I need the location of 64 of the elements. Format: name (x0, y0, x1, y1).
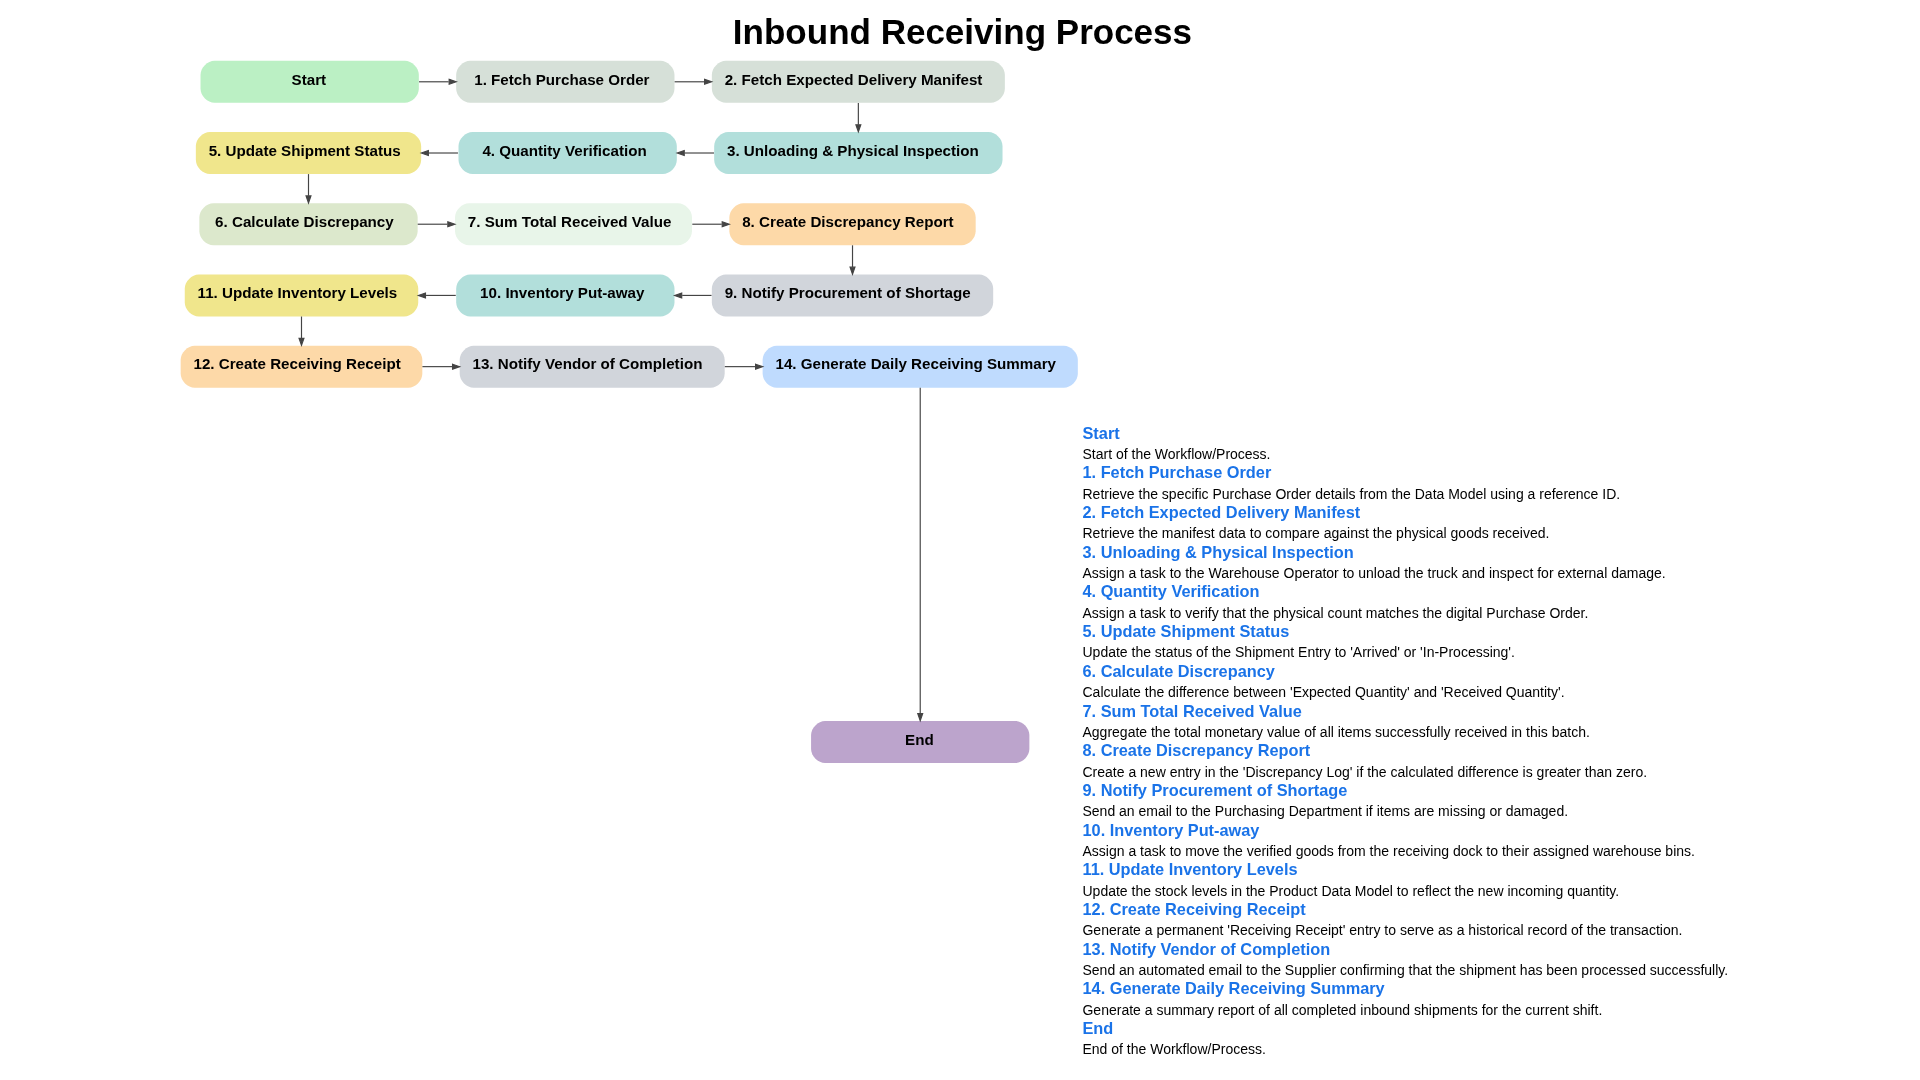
label: Assign a task to the Warehouse Operator to unload the truck and inspect for external damage. (1081, 565, 1666, 582)
label: 12. Create Receiving Receipt (1081, 899, 1306, 918)
label: Start of the Workflow/Process. (1081, 445, 1271, 462)
label: 4. Quantity Verification (1081, 582, 1259, 601)
arrow (723, 363, 764, 370)
arrow (691, 220, 731, 228)
arrow (916, 387, 923, 723)
node-box: 10. Inventory Put-away (455, 274, 674, 317)
label: Retrieve the manifest data to compare against the physical goods received. (1081, 525, 1549, 542)
node-box: 14. Generate Daily Receiving Summary (762, 345, 1078, 388)
label: Aggregate the total monetary value of all items successfully received in this batch. (1081, 723, 1590, 740)
node-box: 3. Unloading & Physical Inspection (713, 132, 1003, 174)
label: Generate a summary report of all completed inbound shipments for the current shift. (1081, 1001, 1602, 1018)
label: 13. Notify Vendor of Completion (1081, 939, 1330, 958)
label: Start (1081, 423, 1120, 442)
arrow (416, 220, 457, 228)
label: Update the status of the Shipment Entry to 'Arrived' or 'In-Processing'. (1081, 644, 1515, 661)
node-box: 1. Fetch Purchase Order (455, 60, 674, 103)
label: End of the Workflow/Process. (1081, 1041, 1266, 1058)
label: Generate a permanent 'Receiving Receipt' entry to serve as a historical record of the transaction. (1081, 922, 1682, 939)
label: Send an automated email to the Supplier confirming that the shipment has been processed successfully. (1081, 961, 1728, 978)
arrow (421, 363, 461, 370)
node-box: 12. Create Receiving Receipt (180, 345, 422, 388)
label: Retrieve the specific Purchase Order details from the Data Model using a reference ID. (1081, 485, 1620, 502)
label: End (1081, 1019, 1113, 1038)
node-box: 9. Notify Procurement of Shortage (711, 274, 993, 317)
node-box: Start (200, 60, 419, 103)
arrow (416, 292, 456, 299)
node-box: 7. Sum Total Received Value (454, 203, 692, 246)
arrow (297, 315, 305, 348)
node-box: 5. Update Shipment Status (195, 132, 421, 174)
label: Update the stock levels in the Product Data Model to reflect the new incoming quantity. (1081, 882, 1619, 899)
label: Assign a task to verify that the physical count matches the digital Purchase Order. (1081, 604, 1588, 621)
node-box: 6. Calculate Discrepancy (198, 203, 418, 246)
label: 5. Update Shipment Status (1081, 622, 1289, 641)
node-box: 13. Notify Vendor of Completion (459, 345, 725, 388)
label: Assign a task to move the verified goods from the receiving dock to their assigned warehouse bins. (1081, 842, 1695, 859)
label: 8. Create Discrepancy Report (1081, 741, 1310, 760)
node-box: 11. Update Inventory Levels (184, 274, 418, 317)
node-box: End (810, 720, 1029, 763)
node-box: 2. Fetch Expected Delivery Manifest (711, 60, 1005, 103)
label: 7. Sum Total Received Value (1081, 701, 1302, 720)
label: 1. Fetch Purchase Order (1081, 463, 1271, 482)
label: 10. Inventory Put-away (1081, 820, 1259, 839)
label: 3. Unloading & Physical Inspection (1081, 542, 1354, 561)
label: 2. Fetch Expected Delivery Manifest (1081, 503, 1360, 522)
arrow (304, 173, 312, 205)
arrow (848, 244, 856, 276)
label: 9. Notify Procurement of Shortage (1081, 780, 1347, 799)
label: 6. Calculate Discrepancy (1081, 661, 1275, 680)
label: 11. Update Inventory Levels (1081, 860, 1298, 879)
arrow (672, 292, 712, 299)
arrow (419, 149, 459, 157)
diagram-title: Inbound Receiving Process (732, 12, 1192, 52)
arrow (674, 149, 715, 157)
label: Calculate the difference between 'Expected Quantity' and 'Received Quantity'. (1081, 684, 1565, 701)
label: Send an email to the Purchasing Department if items are missing or damaged. (1081, 803, 1568, 820)
arrow (854, 102, 862, 134)
node-box: 4. Quantity Verification (458, 132, 677, 174)
label: 14. Generate Daily Receiving Summary (1081, 979, 1385, 998)
arrow (673, 78, 713, 86)
node-box: 8. Create Discrepancy Report (728, 203, 976, 246)
arrow (417, 78, 458, 86)
label: Create a new entry in the 'Discrepancy Log' if the calculated difference is greater than zero. (1081, 763, 1647, 780)
